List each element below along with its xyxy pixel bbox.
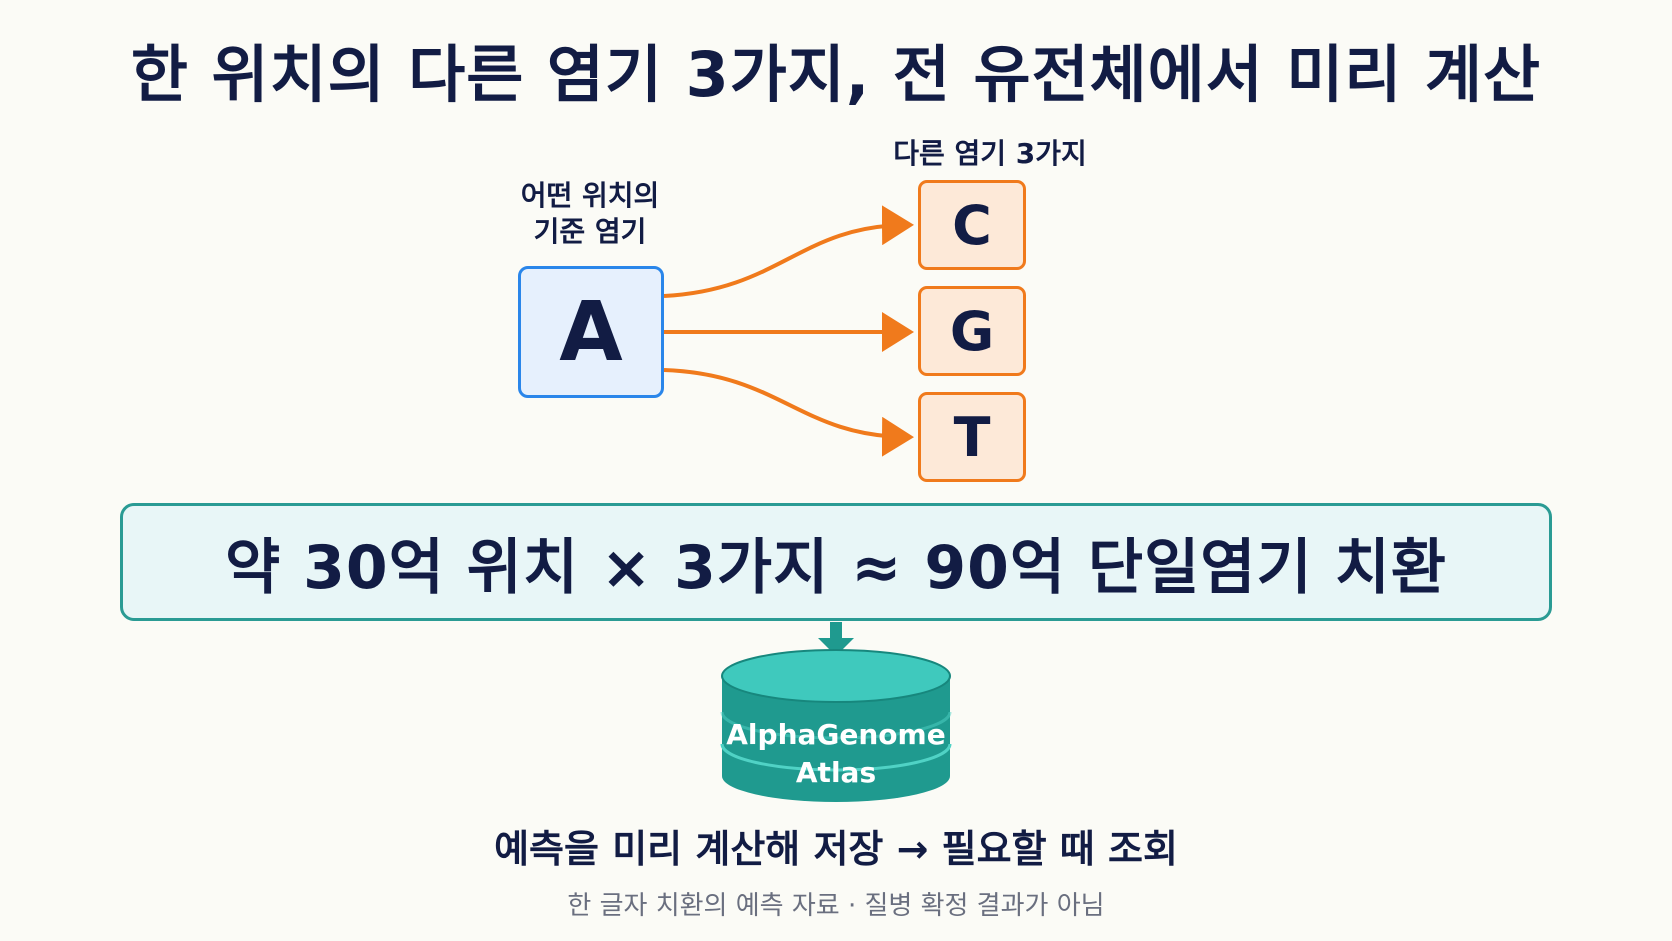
alternative-base-t: T xyxy=(918,392,1026,482)
footnote: 한 글자 치환의 예측 자료 · 질병 확정 결과가 아님 xyxy=(567,891,1105,921)
down-arrow xyxy=(818,622,854,656)
database-label: AlphaGenome Atlas xyxy=(722,716,950,792)
reference-label: 어떤 위치의 기준 염기 xyxy=(470,178,710,250)
reference-label-line2: 기준 염기 xyxy=(533,215,647,248)
summary-banner: 약 30억 위치 × 3가지 ≈ 90억 단일염기 치환 xyxy=(120,503,1552,621)
reference-label-line1: 어떤 위치의 xyxy=(520,179,660,212)
database-label-line1: AlphaGenome xyxy=(726,718,946,751)
alternatives-label: 다른 염기 3가지 xyxy=(893,137,1087,170)
alternative-base-g: G xyxy=(918,286,1026,376)
arrow-to-t xyxy=(663,368,914,457)
reference-base-box: A xyxy=(518,266,664,398)
page-title: 한 위치의 다른 염기 3가지, 전 유전체에서 미리 계산 xyxy=(130,38,1542,111)
database-label-line2: Atlas xyxy=(795,756,877,789)
caption: 예측을 미리 계산해 저장 → 필요할 때 조회 xyxy=(494,827,1178,871)
alternative-base-c: C xyxy=(918,180,1026,270)
